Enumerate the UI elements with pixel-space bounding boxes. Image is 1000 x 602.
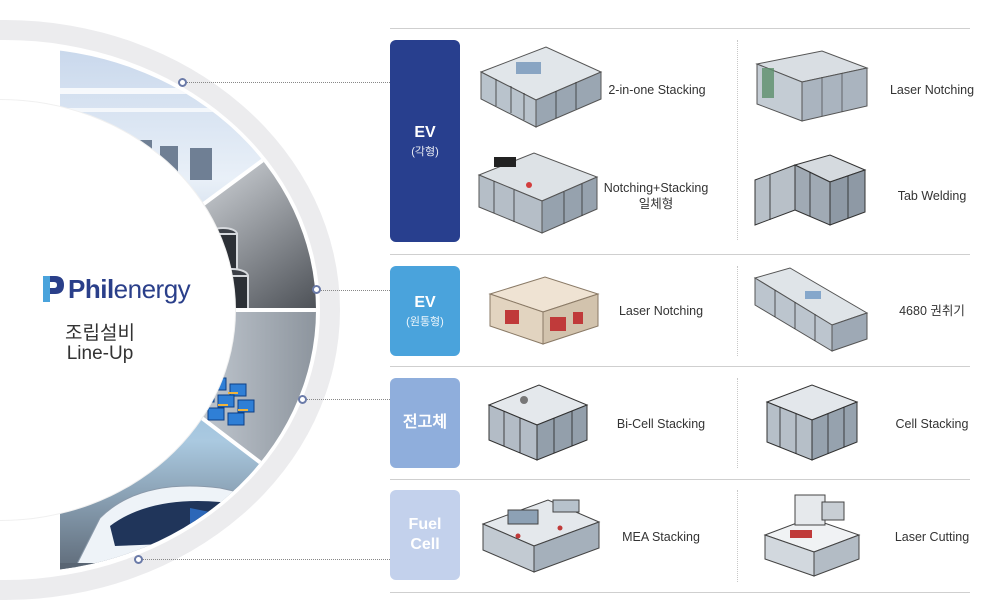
label-mea-stacking: MEA Stacking: [622, 530, 700, 544]
cell-stacking-machine-icon: [765, 384, 859, 461]
label-tab-welding: Tab Welding: [897, 189, 967, 203]
connector-line-1: [187, 82, 390, 83]
laser-notching-machine-icon: [755, 50, 869, 122]
row-divider-2: [390, 366, 970, 367]
category-fuel-cell[interactable]: Fuel Cell: [390, 490, 460, 580]
category-title: 전고체: [402, 414, 448, 431]
connector-dot-ev-prismatic: [178, 78, 187, 87]
category-solid-state[interactable]: 전고체: [390, 378, 460, 468]
connector-line-3: [307, 399, 390, 400]
intro-line2: Line-Up: [66, 343, 134, 364]
column-divider-4: [737, 490, 738, 582]
notching-stacking-machine-icon: [477, 152, 599, 234]
label-laser-notching-prismatic: Laser Notching: [889, 83, 975, 97]
intro-line1: 조립설비: [65, 323, 135, 344]
category-ev-cylindrical[interactable]: EV (원통형): [390, 266, 460, 356]
tab-welding-machine-icon: [754, 154, 867, 226]
cylindrical-laser-notching-machine-icon: [488, 276, 600, 345]
category-title: Fuel Cell: [408, 516, 442, 553]
category-title: EV: [414, 294, 436, 311]
category-subtitle: (원통형): [406, 316, 444, 328]
label-laser-notching-cylindrical: Laser Notching: [618, 304, 704, 318]
connector-dot-fuel-cell: [134, 555, 143, 564]
table-bottom-rule: [390, 592, 970, 593]
label-laser-cutting: Laser Cutting: [894, 530, 970, 544]
stacking-machine-icon: [479, 46, 603, 128]
label-notching-stacking: Notching+Stacking 일체형: [603, 181, 709, 211]
svg-text:H: H: [225, 519, 244, 549]
connector-dot-ev-cylindrical: [312, 285, 321, 294]
label-cell-stacking: Cell Stacking: [895, 417, 969, 431]
category-title: EV: [414, 124, 436, 141]
column-divider-3: [737, 378, 738, 468]
bicell-stacking-machine-icon: [487, 384, 589, 461]
category-ev-prismatic[interactable]: EV (각형): [390, 40, 460, 242]
mea-stacking-machine-icon: [481, 499, 601, 573]
connector-dot-solid-state: [298, 395, 307, 404]
label-4680-winder: 4680 권취기: [899, 304, 965, 318]
column-divider-2: [737, 266, 738, 356]
winding-machine-icon: [753, 267, 869, 352]
connector-line-4: [143, 559, 390, 560]
label-2in1-stacking: 2-in-one Stacking: [608, 83, 706, 97]
column-divider-1: [737, 40, 738, 240]
connector-line-2: [321, 290, 390, 291]
logo-text-phil: Phil: [68, 273, 114, 304]
table-top-rule: [390, 28, 970, 29]
label-bicell-stacking: Bi-Cell Stacking: [616, 417, 706, 431]
row-divider-3: [390, 479, 970, 480]
logo-text-energy: energy: [113, 273, 191, 304]
logo-mark-icon: [43, 276, 64, 302]
category-subtitle: (각형): [411, 146, 439, 158]
laser-cutting-machine-icon: [763, 494, 861, 577]
row-divider-1: [390, 254, 970, 255]
